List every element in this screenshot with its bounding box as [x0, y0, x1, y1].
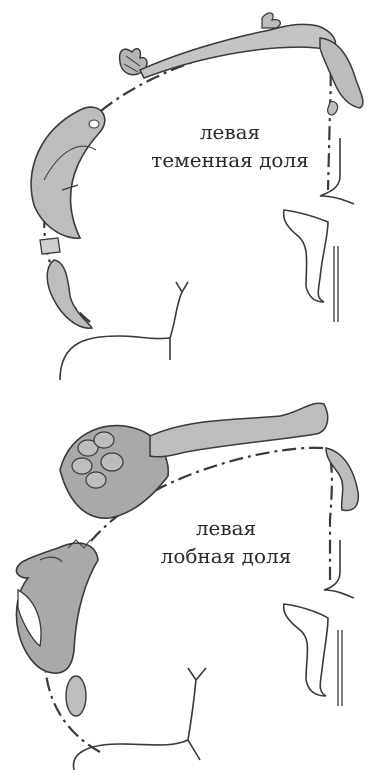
homunculus-face-frontal: [16, 540, 98, 673]
homunculus-arm-trunk: [140, 24, 336, 78]
homunculus-arm-trunk-frontal: [150, 403, 328, 457]
parietal-profile-lower: [284, 210, 328, 302]
parietal-label-line2: теменная доля: [140, 146, 320, 174]
parietal-branch-lines: [60, 282, 188, 380]
parietal-lobe-label: левая теменная доля: [140, 118, 320, 174]
parietal-lobe-diagram: [31, 13, 363, 380]
parietal-cortex-outline: [44, 40, 330, 322]
parietal-label-line1: левая: [140, 118, 320, 146]
genital-glyph: [328, 102, 338, 115]
homunculus-jaw: [40, 238, 60, 254]
frontal-profile-upper: [324, 540, 354, 598]
frontal-profile-lower: [284, 604, 328, 696]
frontal-label-line1: левая: [136, 514, 316, 542]
homunculus-face: [31, 107, 105, 238]
frontal-branch-lines: [73, 668, 206, 770]
frontal-lobe-diagram: [16, 403, 358, 770]
frontal-label-line2: лобная доля: [136, 542, 316, 570]
frontal-lobe-label: левая лобная доля: [136, 514, 316, 570]
homunculus-pharynx-frontal: [66, 676, 86, 716]
parietal-profile-upper: [320, 138, 354, 204]
homunculus-leg: [320, 38, 363, 108]
